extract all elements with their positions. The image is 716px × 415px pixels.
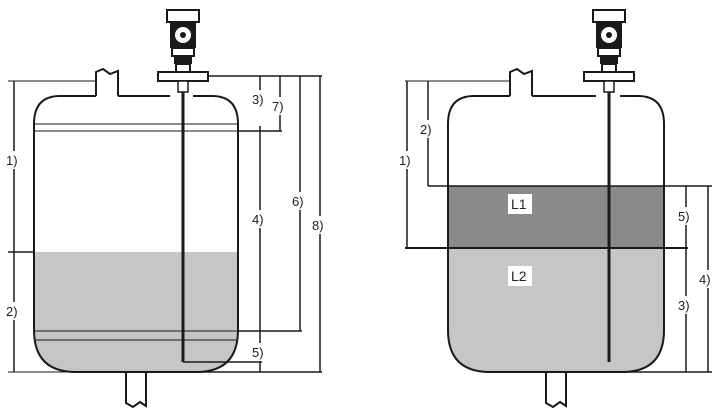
left-label-6: 6) xyxy=(292,194,304,209)
left-tank-outlet xyxy=(125,372,147,409)
right-tank-transmitter-icon xyxy=(592,9,626,64)
right-label-4: 4) xyxy=(699,272,711,287)
right-tank-layer-upper xyxy=(448,186,664,248)
left-label-8: 8) xyxy=(312,218,324,233)
right-tank-layer-lower xyxy=(448,248,664,372)
left-label-4: 4) xyxy=(252,212,264,227)
right-tank-outlet xyxy=(545,372,567,409)
right-tank-top-nozzle xyxy=(509,67,533,96)
left-label-3: 3) xyxy=(252,92,264,107)
left-label-5: 5) xyxy=(252,345,264,360)
left-tank-dimensions-right xyxy=(183,75,322,373)
left-label-7: 7) xyxy=(272,99,284,114)
right-label-3: 3) xyxy=(678,298,690,313)
left-tank: 1) 2) 3) 7) 4) 6) 8) 5) xyxy=(5,9,330,409)
right-label-2: 2) xyxy=(420,122,432,137)
left-label-2: 2) xyxy=(6,304,18,319)
right-tank-vessel xyxy=(447,95,665,373)
left-label-1: 1) xyxy=(6,153,18,168)
right-tank-flange xyxy=(583,71,635,82)
right-layer-label-l1: L1 xyxy=(511,196,527,212)
left-tank-transmitter-icon xyxy=(166,9,200,64)
left-tank-vessel xyxy=(33,95,239,373)
right-label-5: 5) xyxy=(678,209,690,224)
right-tank: 1) 2) 5) 3) 4) L1 L2 xyxy=(398,9,716,409)
left-tank-flange xyxy=(157,71,209,82)
left-tank-liquid xyxy=(34,252,238,372)
left-tank-top-nozzle xyxy=(95,67,119,96)
right-label-1: 1) xyxy=(399,153,411,168)
right-layer-label-l2: L2 xyxy=(511,268,527,284)
